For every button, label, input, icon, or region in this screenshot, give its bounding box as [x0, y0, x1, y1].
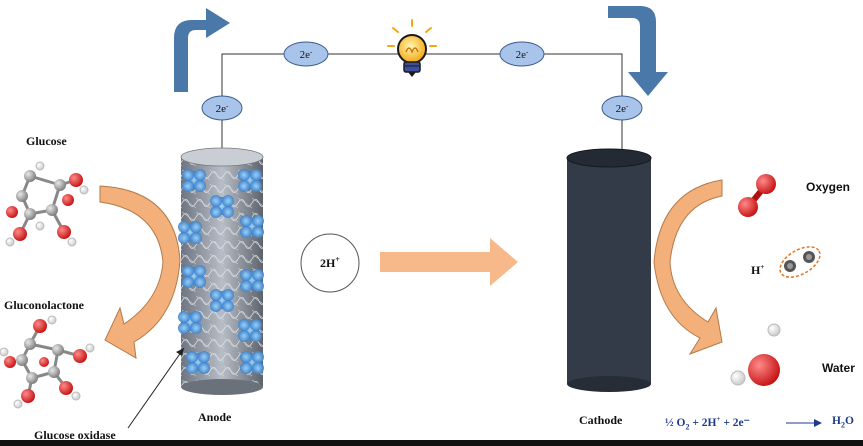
- light-bulb-icon: [387, 19, 437, 77]
- proton-label: H+: [751, 263, 765, 277]
- enzyme-cluster: [240, 269, 264, 292]
- enzyme-cluster: [238, 169, 262, 192]
- enzyme-cluster: [240, 215, 264, 238]
- svg-text:2e-: 2e-: [300, 48, 313, 61]
- enzyme-cluster: [210, 195, 234, 218]
- proton-transfer: 2H+: [300, 233, 360, 293]
- glucose-oxidase-label: Glucose oxidase: [34, 428, 116, 442]
- electron-flow-arrow-right: [608, 6, 668, 96]
- proton-pair: [779, 246, 821, 278]
- cathode-electrode: [566, 148, 652, 392]
- oxygen-molecule: [738, 174, 776, 217]
- electron-cathode-side: 2e-: [601, 95, 643, 121]
- enzyme-cluster: [178, 311, 202, 334]
- enzyme-cluster: [240, 351, 264, 374]
- enzyme-cluster: [178, 221, 202, 244]
- enzyme-cluster: [186, 351, 210, 374]
- enzyme-cluster: [210, 289, 234, 312]
- enzyme-cluster: [182, 169, 206, 192]
- water-label: Water: [822, 361, 855, 375]
- anode-label: Anode: [198, 410, 232, 424]
- glucose-label: Glucose: [26, 134, 67, 148]
- bottom-border: [0, 440, 863, 446]
- cathode-label: Cathode: [579, 413, 623, 427]
- oxygen-curved-arrow: [653, 179, 723, 355]
- svg-text:2e-: 2e-: [616, 102, 629, 115]
- cathode-reaction-equation: ½ O2 + 2H+ + 2e⁻: [665, 415, 750, 432]
- glucose-molecule: [5, 161, 89, 247]
- glucose-oxidase-pointer: [127, 347, 185, 429]
- reaction-product: H2O: [832, 415, 854, 430]
- enzyme-cluster: [238, 319, 262, 342]
- glucose-oxidase-enzymes: [178, 169, 264, 374]
- water-molecule: [730, 323, 781, 386]
- enzyme-cluster: [182, 265, 206, 288]
- gluconolactone-label: Gluconolactone: [4, 298, 84, 312]
- svg-text:2e-: 2e-: [216, 102, 229, 115]
- oxygen-label: Oxygen: [806, 180, 851, 194]
- external-circuit: [221, 53, 623, 150]
- gluconolactone-molecule: [0, 315, 95, 409]
- electron-top-left: 2e-: [283, 41, 329, 67]
- electron-anode-side: 2e-: [201, 95, 243, 121]
- electron-top-right: 2e-: [499, 41, 545, 67]
- glucose-curved-arrow: [99, 185, 181, 359]
- svg-text:2e-: 2e-: [516, 48, 529, 61]
- svg-text:2H+: 2H+: [320, 255, 340, 270]
- electron-flow-arrow-left: [174, 8, 230, 92]
- proton-flow-arrow: [380, 238, 518, 286]
